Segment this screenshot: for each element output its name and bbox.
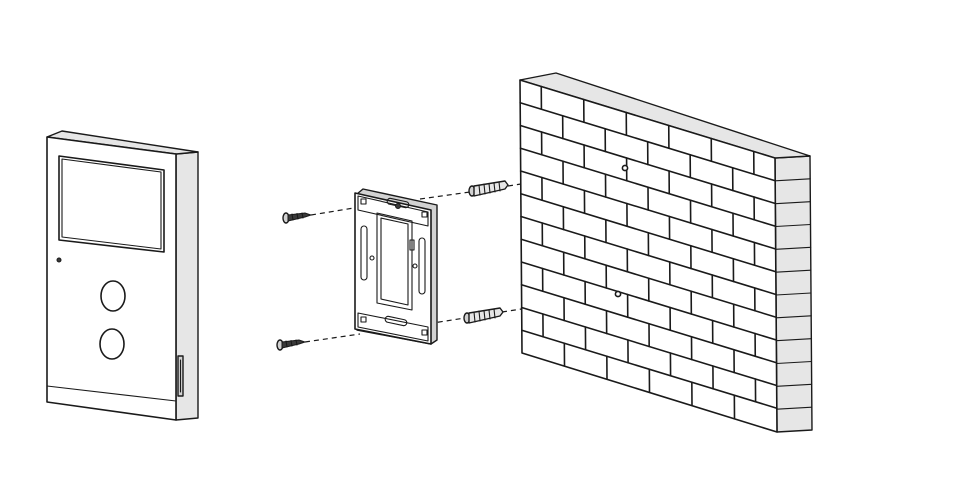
brick-side-line (774, 178, 811, 182)
brick-side-line (774, 223, 812, 228)
wall-anchor-icon (463, 307, 504, 324)
brick-wall-icon (519, 72, 813, 433)
brick-side-line (776, 383, 813, 387)
brick-side-line (775, 246, 812, 250)
brick-side-line (775, 292, 812, 296)
brick-side-line (775, 338, 812, 342)
wall-anchor-icon (468, 180, 509, 197)
brick-side-line (775, 315, 812, 319)
brick-side-line (774, 201, 811, 205)
mounting-bracket-icon (354, 188, 438, 345)
indoor-monitor-icon (46, 130, 199, 421)
brick-side-line (776, 406, 813, 410)
screw-icon (276, 339, 307, 351)
brick-side-line (775, 269, 812, 273)
screw-icon (282, 212, 313, 224)
brick-side-line (775, 360, 813, 365)
